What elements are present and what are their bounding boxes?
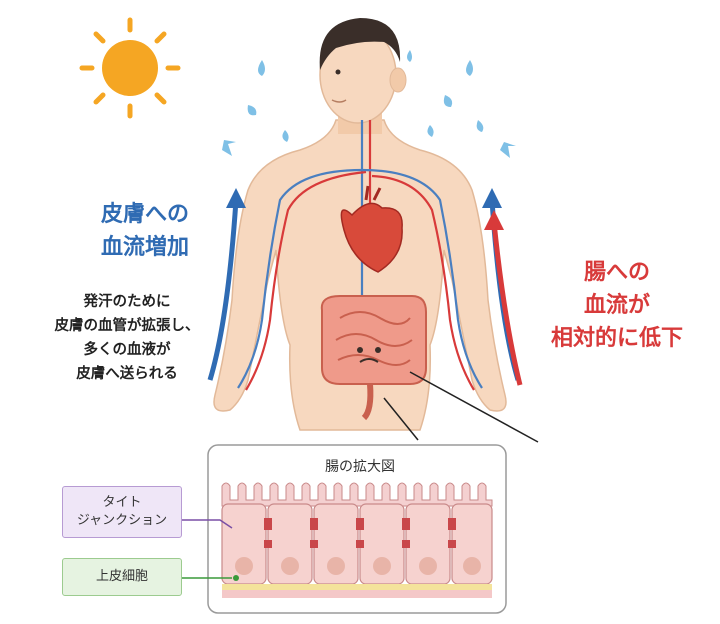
tight-junction-line1: タイト [102, 495, 142, 510]
skin-heading: 皮膚への 血流増加 [62, 198, 228, 264]
skin-heading-line1: 皮膚への [100, 202, 189, 227]
tight-junction-line2: ジャンクション [76, 513, 168, 528]
sun-icon [79, 17, 181, 119]
zoom-title: 腸の拡大図 [325, 459, 395, 475]
intestine-heading: 腸への 血流が 相対的に低下 [522, 256, 712, 355]
pointer-lines [383, 371, 539, 443]
tight-junction-label: タイト ジャンクション [62, 486, 182, 538]
zoom-panel [180, 444, 507, 614]
intestine-heading-line1: 腸への [583, 260, 650, 285]
intestine-heading-line3: 相対的に低下 [550, 326, 683, 351]
skin-heading-line2: 血流増加 [100, 235, 189, 260]
intestine-heading-line2: 血流が [583, 293, 650, 318]
red-up-arrow [484, 210, 523, 386]
sweat-note-line3: 多くの血液が [83, 342, 171, 358]
sweat-drop-icon [222, 50, 516, 168]
human-figure [213, 18, 507, 431]
epithelial-label: 上皮細胞 [62, 558, 182, 596]
epithelial-cells [221, 503, 493, 585]
sweat-note-line1: 発汗のために [83, 294, 171, 310]
heart-icon [340, 185, 403, 273]
intestine-icon [320, 295, 427, 421]
sweat-note-line4: 皮膚へ送られる [76, 366, 178, 382]
sweat-note: 発汗のために 皮膚の血管が拡張し、 多くの血液が 皮膚へ送られる [8, 290, 246, 386]
sweat-note-line2: 皮膚の血管が拡張し、 [54, 318, 200, 334]
blue-up-arrow-left [207, 188, 246, 381]
